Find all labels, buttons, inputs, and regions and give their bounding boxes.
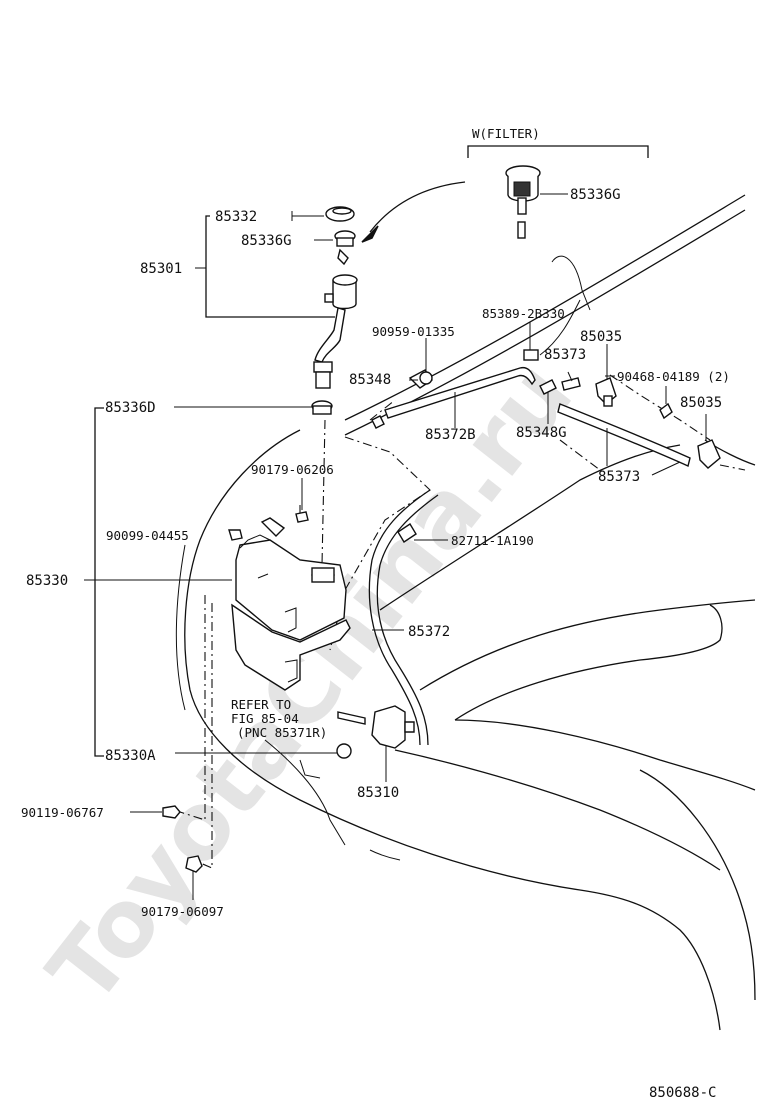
filler-neck-assembly [313,206,358,389]
filter-variant-callout: W(FILTER) 85336G [361,126,649,243]
label-90959-01335: 90959-01335 [372,324,455,339]
label-85330A: 85330A [105,748,156,764]
label-85348G: 85348G [516,425,567,441]
figure-code: 850688-C [649,1085,716,1101]
refer-note-line2: FIG 85-04 [231,711,299,726]
label-90099-04455: 90099-04455 [106,528,189,543]
label-90179-06206: 90179-06206 [251,462,334,477]
label-85348: 85348 [349,372,391,388]
filter-heading: W(FILTER) [472,126,540,141]
label-85336D: 85336D [105,400,156,416]
label-90468-04189: 90468-04189 (2) [617,369,730,384]
arrow-to-cap [369,181,466,233]
washer-tank [162,400,352,873]
label-82711-1A190: 82711-1A190 [451,533,534,548]
label-85373-lower: 85373 [598,469,640,485]
leader-lines-left [84,211,340,900]
label-90179-06097: 90179-06097 [141,904,224,919]
label-85336G: 85336G [241,233,292,249]
label-85389-2B330: 85389-2B330 [482,306,565,321]
label-85301: 85301 [140,261,182,277]
filter-bracket [467,145,649,158]
hoses-and-nozzles [337,349,721,749]
refer-note-line1: REFER TO [231,697,291,712]
label-85035-lower: 85035 [680,395,722,411]
label-85310: 85310 [357,785,399,801]
refer-note-line3: (PNC 85371R) [237,725,327,740]
watermark: ToyotaChina.ru [28,342,593,1023]
label-90119-06767: 90119-06767 [21,805,104,820]
leader-lines-right [372,322,707,782]
label-85372B: 85372B [425,427,476,443]
label-85373-upper: 85373 [544,347,586,363]
filter-part-label: 85336G [570,187,621,203]
part-labels: 85332 85336G 85301 85336D 90179-06206 90… [21,209,730,1101]
label-85332: 85332 [215,209,257,225]
label-85372: 85372 [408,624,450,640]
label-85035-upper: 85035 [580,329,622,345]
label-85330: 85330 [26,573,68,589]
